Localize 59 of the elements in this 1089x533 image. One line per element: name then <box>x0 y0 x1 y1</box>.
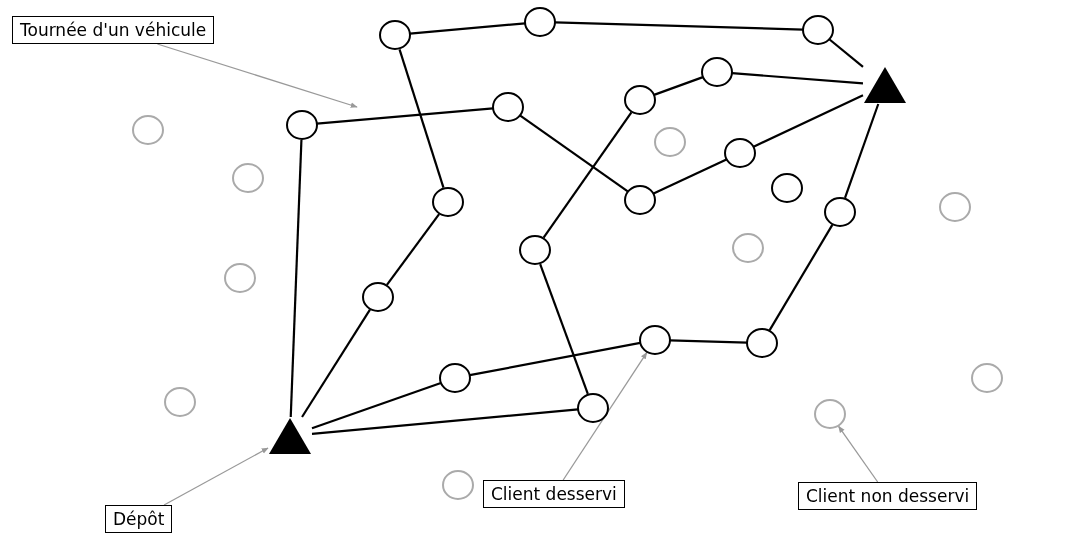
route-line <box>539 263 589 395</box>
customer-circle <box>771 173 803 203</box>
route-line <box>469 341 641 377</box>
leader-line <box>156 43 358 108</box>
customer-circle <box>624 85 656 115</box>
route-line <box>316 107 494 125</box>
callout-label: Client non desservi <box>798 482 978 510</box>
route-line <box>768 224 834 331</box>
customer-circle <box>824 197 856 227</box>
unserved-customer-circle <box>654 127 686 157</box>
route-line <box>554 21 804 31</box>
customer-circle <box>519 235 551 265</box>
leader-line <box>562 351 648 481</box>
callout-label: Dépôt <box>105 505 173 533</box>
customer-circle <box>724 138 756 168</box>
leader-line <box>837 425 879 483</box>
unserved-customer-circle <box>164 387 196 417</box>
route-line <box>542 111 633 239</box>
leader-line <box>163 447 269 506</box>
unserved-customer-circle <box>132 115 164 145</box>
customer-circle <box>362 282 394 312</box>
route-line <box>731 72 864 85</box>
customer-circle <box>432 187 464 217</box>
route-line <box>311 381 442 430</box>
callout-label: Client desservi <box>483 480 625 508</box>
route-line <box>828 38 864 68</box>
route-line <box>311 408 579 436</box>
route-line <box>669 339 748 344</box>
customer-circle <box>639 325 671 355</box>
route-line <box>653 76 704 96</box>
unserved-customer-circle <box>732 233 764 263</box>
depot-triangle <box>863 66 907 104</box>
customer-circle <box>624 185 656 215</box>
route-line <box>386 213 440 286</box>
route-line <box>753 94 864 148</box>
callout-label: Tournée d'un véhicule <box>12 16 215 44</box>
route-line <box>301 309 371 418</box>
route-line <box>653 158 727 195</box>
route-line <box>519 114 629 193</box>
unserved-customer-circle <box>939 192 971 222</box>
customer-circle <box>286 110 318 140</box>
customer-circle <box>802 15 834 45</box>
unserved-customer-circle <box>232 163 264 193</box>
route-line <box>409 22 526 35</box>
route-line <box>843 103 880 199</box>
customer-circle <box>577 393 609 423</box>
unserved-customer-circle <box>442 470 474 500</box>
unserved-customer-circle <box>224 263 256 293</box>
depot-triangle <box>268 417 312 455</box>
customer-circle <box>524 7 556 37</box>
customer-circle <box>492 92 524 122</box>
unserved-customer-circle <box>814 399 846 429</box>
route-line <box>289 139 303 418</box>
route-line <box>398 48 445 189</box>
customer-circle <box>746 328 778 358</box>
customer-circle <box>379 20 411 50</box>
unserved-customer-circle <box>971 363 1003 393</box>
customer-circle <box>439 363 471 393</box>
customer-circle <box>701 57 733 87</box>
